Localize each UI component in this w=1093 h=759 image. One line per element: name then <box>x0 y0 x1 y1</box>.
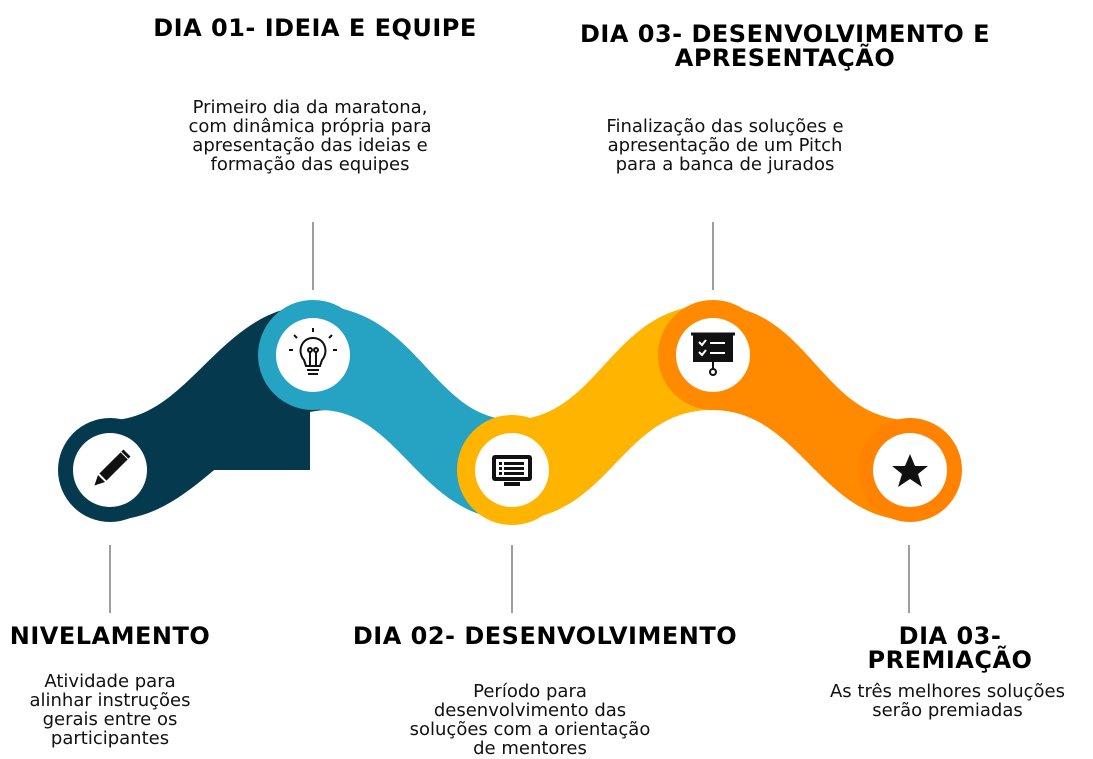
star-icon <box>892 454 928 487</box>
presentation-board-icon <box>691 332 735 376</box>
step-desc-dia03b: As três melhores soluções serão premiada… <box>805 682 1090 720</box>
desc-line: desenvolvimento das <box>433 700 627 721</box>
desc-line: com dinâmica própria para <box>188 116 432 137</box>
connector-dia03a <box>712 222 714 290</box>
step-desc-dia01: Primeiro dia da maratona, com dinâmica p… <box>140 98 480 174</box>
step-title-dia03b: DIA 03- PREMIAÇÃO <box>867 622 1033 674</box>
step-title-dia01: DIA 01- IDEIA E EQUIPE <box>153 14 477 42</box>
desc-line: formação das equipes <box>210 154 410 175</box>
title-line: DIA 03- DESENVOLVIMENTO E <box>579 20 990 48</box>
monitor-list-icon <box>492 455 532 486</box>
desc-line: apresentação das ideias e <box>192 135 428 156</box>
title-line: APRESENTAÇÃO <box>674 44 896 72</box>
connector-dia02 <box>511 545 513 613</box>
desc-line: soluções com a orientação <box>409 719 651 740</box>
desc-line: alinhar instruções <box>29 690 191 711</box>
desc-line: de mentores <box>473 738 587 759</box>
connector-dia01 <box>312 222 314 290</box>
step-title-dia03a: DIA 03- DESENVOLVIMENTO E APRESENTAÇÃO <box>560 22 1010 70</box>
step-desc-dia03a: Finalização das soluções e apresentação … <box>560 117 890 174</box>
desc-line: Primeiro dia da maratona, <box>192 97 428 118</box>
step-title-dia02: DIA 02- DESENVOLVIMENTO <box>352 622 738 650</box>
lightbulb-icon <box>289 328 337 375</box>
desc-line: Período para <box>473 681 587 702</box>
desc-line: participantes <box>50 728 170 749</box>
connector-nivelamento <box>109 545 111 613</box>
step-title-nivelamento: NIVELAMENTO <box>9 622 211 650</box>
pencil-icon <box>94 449 131 486</box>
connector-dia03b <box>908 545 910 613</box>
desc-line: As três melhores soluções <box>829 681 1066 702</box>
desc-line: gerais entre os <box>42 709 178 730</box>
desc-line: para a banca de jurados <box>615 154 835 175</box>
desc-line: serão premiadas <box>872 700 1023 721</box>
desc-line: apresentação de um Pitch <box>607 135 843 156</box>
desc-line: Atividade para <box>44 671 176 692</box>
desc-line: Finalização das soluções e <box>606 116 844 137</box>
step-desc-nivelamento: Atividade para alinhar instruções gerais… <box>10 672 210 748</box>
step-desc-dia02: Período para desenvolvimento das soluçõe… <box>380 682 680 758</box>
